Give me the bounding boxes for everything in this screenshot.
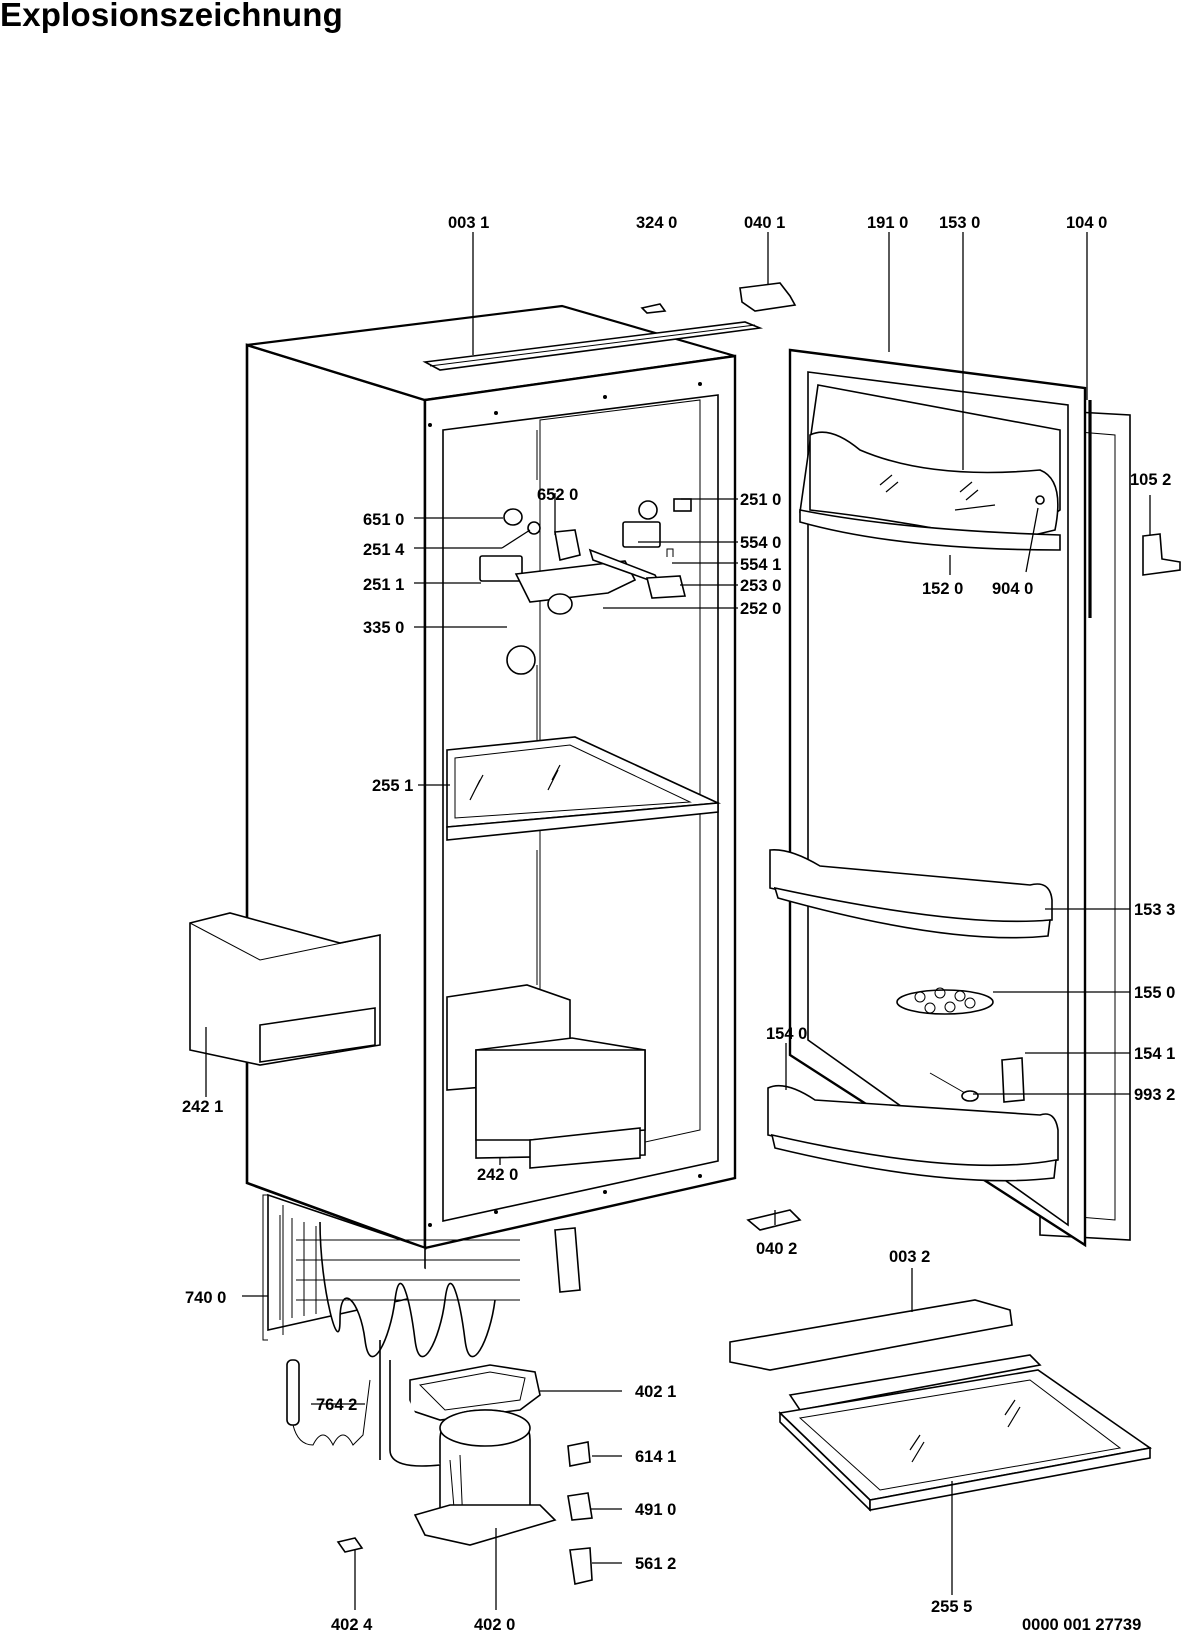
crisper-drawer: [446, 984, 646, 1169]
part-labels: 003 1 324 0 040 1 191 0 153 0 104 0 105 …: [182, 214, 1175, 1630]
hinges: [640, 282, 1181, 1231]
bottom-cover-and-shelf: [729, 1299, 1153, 1512]
part-label-740-0: 740 0: [185, 1289, 226, 1307]
part-label-242-0: 242 0: [477, 1166, 518, 1184]
part-label-554-0: 554 0: [740, 534, 781, 552]
part-label-554-1: 554 1: [740, 556, 781, 574]
part-label-040-2: 040 2: [756, 1240, 797, 1258]
page-title: Explosionszeichnung: [0, 0, 344, 33]
part-label-153-0: 153 0: [939, 214, 980, 232]
door: [767, 348, 1131, 1248]
part-label-191-0: 191 0: [867, 214, 908, 232]
part-label-152-0: 152 0: [922, 580, 963, 598]
part-label-402-0: 402 0: [474, 1616, 515, 1630]
part-label-402-1: 402 1: [635, 1383, 676, 1401]
part-label-614-1: 614 1: [635, 1448, 676, 1466]
part-label-324-0: 324 0: [636, 214, 677, 232]
part-label-561-2: 561 2: [635, 1555, 676, 1573]
part-label-153-3: 153 3: [1134, 901, 1175, 919]
part-label-255-1: 255 1: [372, 777, 413, 795]
compressor-assembly: [286, 1340, 593, 1585]
leader-lines: [205, 232, 1151, 1610]
part-label-251-4: 251 4: [363, 541, 405, 559]
part-label-252-0: 252 0: [740, 600, 781, 618]
part-label-764-2: 764 2: [316, 1396, 357, 1414]
drawing-number: 0000 001 27739: [1022, 1616, 1141, 1630]
part-label-251-0: 251 0: [740, 491, 781, 509]
part-label-904-0: 904 0: [992, 580, 1033, 598]
part-label-105-2: 105 2: [1130, 471, 1171, 489]
condenser: [262, 1193, 581, 1358]
glass-shelf: [446, 736, 722, 841]
part-label-003-1: 003 1: [448, 214, 489, 232]
part-label-040-1: 040 1: [744, 214, 785, 232]
part-label-003-2: 003 2: [889, 1248, 930, 1266]
part-label-253-0: 253 0: [740, 577, 781, 595]
part-label-154-1: 154 1: [1134, 1045, 1175, 1063]
part-label-155-0: 155 0: [1134, 984, 1175, 1002]
part-label-104-0: 104 0: [1066, 214, 1107, 232]
part-label-652-0: 652 0: [537, 486, 578, 504]
light-control-assembly: [479, 430, 692, 985]
part-label-993-2: 993 2: [1134, 1086, 1175, 1104]
part-label-154-0: 154 0: [766, 1025, 807, 1043]
part-label-651-0: 651 0: [363, 511, 404, 529]
part-label-335-0: 335 0: [363, 619, 404, 637]
part-label-251-1: 251 1: [363, 576, 404, 594]
part-label-242-1: 242 1: [182, 1098, 223, 1116]
part-label-402-4: 402 4: [331, 1616, 373, 1630]
part-label-491-0: 491 0: [635, 1501, 676, 1519]
side-box: [189, 912, 381, 1066]
part-label-255-5: 255 5: [931, 1598, 972, 1616]
